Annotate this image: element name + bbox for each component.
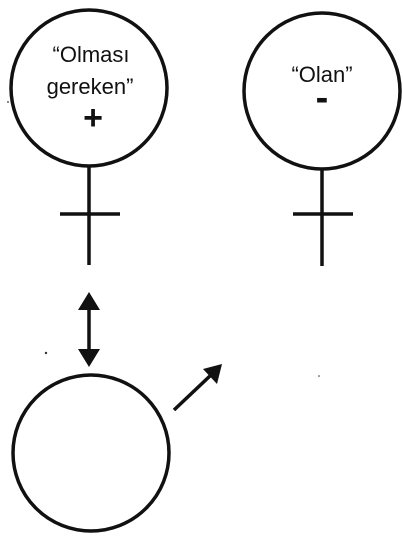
actual-label: “Olan” xyxy=(291,62,352,87)
ideal-label-line2: gereken” xyxy=(47,74,134,99)
male-symbol-arrow-shaft xyxy=(172,373,213,412)
male-symbol-arrowhead-icon xyxy=(203,364,222,384)
male-symbol xyxy=(11,364,222,533)
actual-minus-sign: - xyxy=(316,77,329,119)
male-symbol-circle xyxy=(11,373,171,533)
female-symbol-ideal xyxy=(9,8,169,265)
female-symbol-actual xyxy=(242,11,402,266)
scan-specks xyxy=(7,101,320,377)
ideal-label-line1: “Olması xyxy=(53,42,130,67)
ideal-plus-sign: + xyxy=(83,99,103,137)
double-arrow-icon xyxy=(78,292,100,367)
